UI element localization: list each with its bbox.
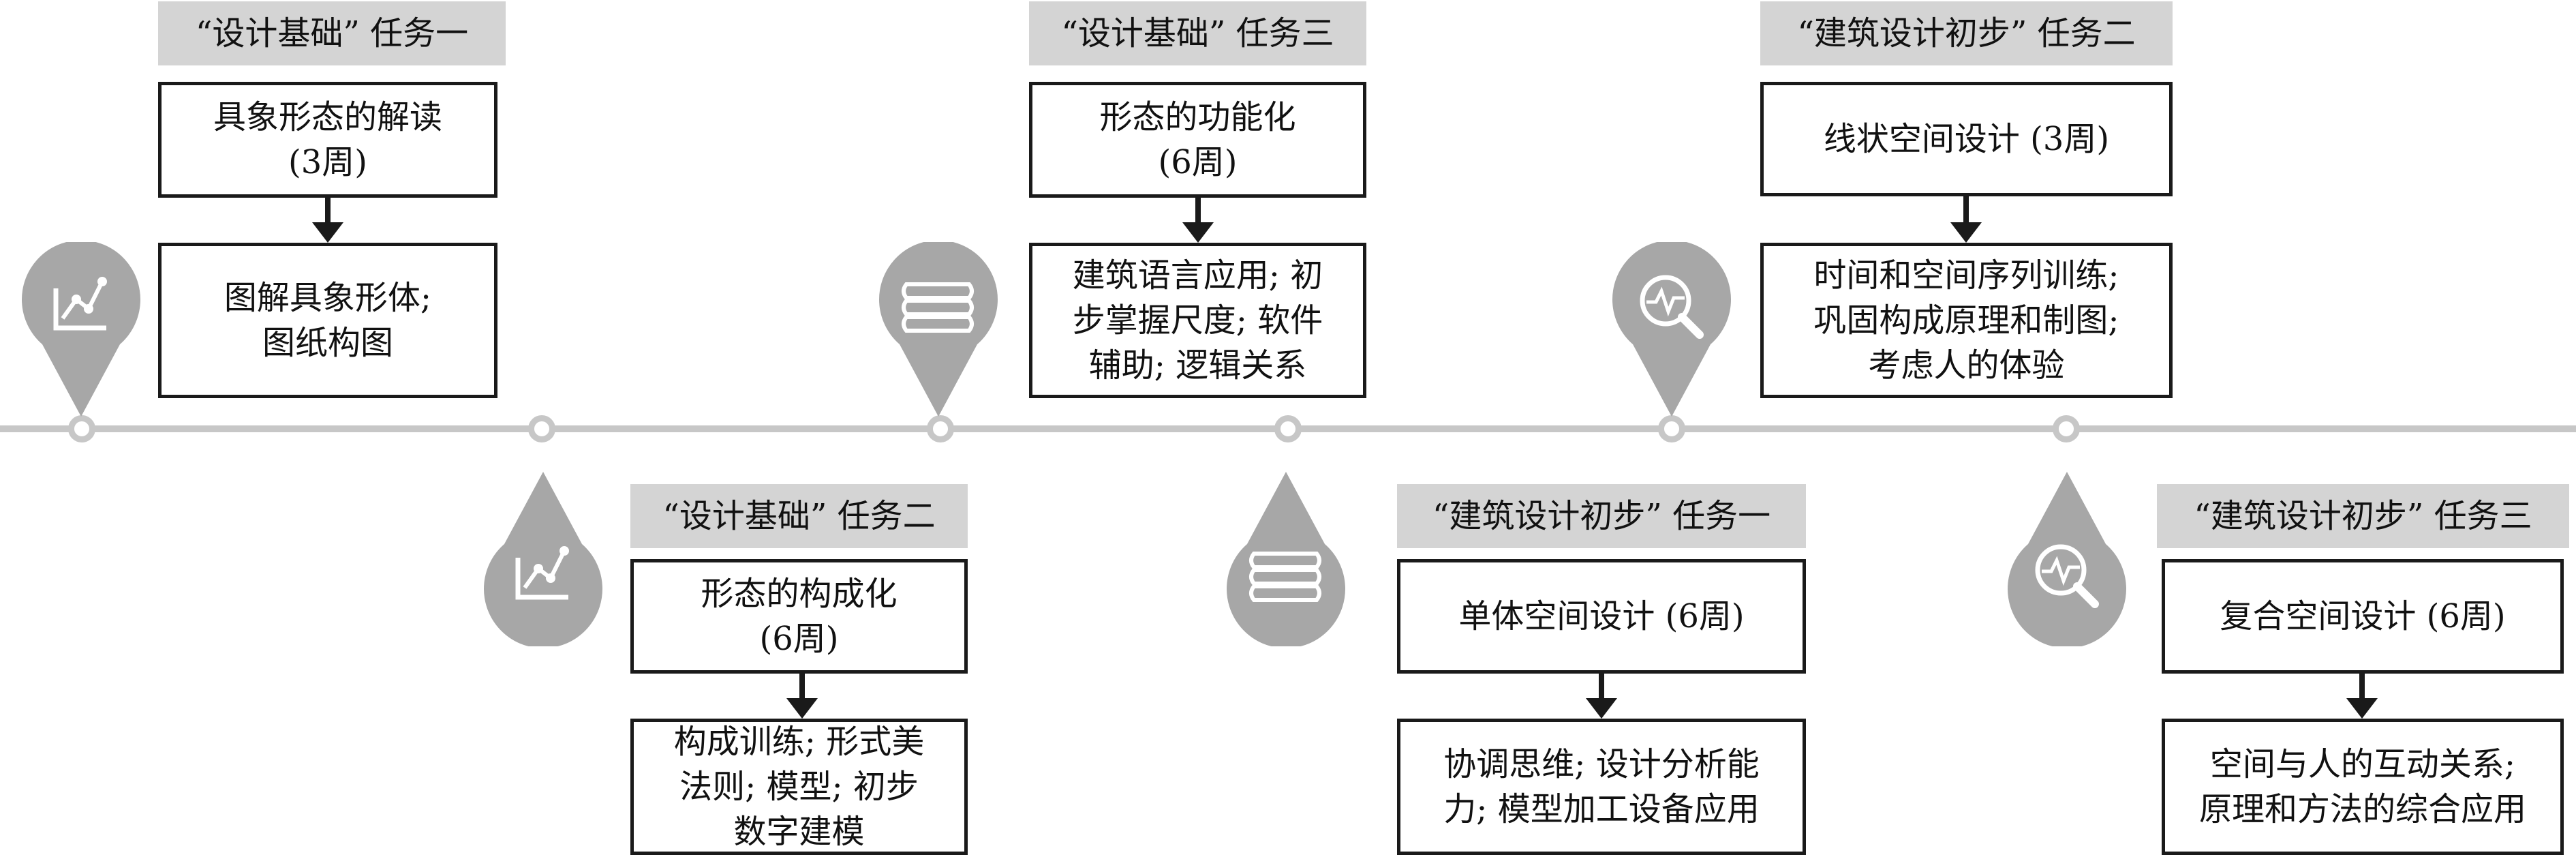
stage-main-box: 复合空间设计 (6周)	[2162, 559, 2564, 674]
task-tag: “设计基础” 任务一	[158, 1, 506, 65]
stage-detail-line: 考虑人的体验	[1868, 346, 2065, 385]
search-pulse-icon	[1612, 242, 1731, 417]
task-tag: “建筑设计初步” 任务二	[1760, 1, 2173, 65]
timeline-node	[1658, 415, 1685, 442]
stage-detail-line: 时间和空间序列训练;	[1813, 256, 2119, 295]
task-tag: “建筑设计初步” 任务一	[1397, 484, 1806, 548]
stage-detail-line: 空间与人的互动关系;	[2209, 745, 2516, 783]
stage-title: 形态的构成化	[701, 575, 898, 613]
task-tag: “设计基础” 任务三	[1029, 1, 1366, 65]
stage-detail-line: 步掌握尺度; 软件	[1072, 301, 1323, 340]
stage-detail-line: 巩固构成原理和制图;	[1813, 301, 2119, 340]
stage-duration: (6周)	[759, 620, 839, 658]
search-pulse-icon	[2008, 472, 2126, 646]
stage-title: 具象形态的解读	[213, 98, 442, 136]
arrow-down	[1586, 674, 1617, 719]
timeline-node	[68, 415, 95, 442]
stage-detail-line: 数字建模	[733, 813, 865, 851]
arrow-down	[312, 198, 343, 243]
stage-main-box: 具象形态的解读 (3周)	[158, 82, 497, 198]
timeline-node	[528, 415, 555, 442]
stage-main-box: 线状空间设计 (3周)	[1760, 82, 2173, 196]
arrow-down	[1950, 196, 1982, 243]
arrow-down	[786, 674, 818, 719]
stage-title: 线状空间设计 (3周)	[1823, 120, 2110, 158]
stage-detail-line: 建筑语言应用; 初	[1072, 256, 1323, 295]
stage-detail-line: 构成训练; 形式美	[673, 723, 925, 761]
stage-detail-box: 建筑语言应用; 初 步掌握尺度; 软件 辅助; 逻辑关系	[1029, 243, 1366, 398]
stage-detail-line: 原理和方法的综合应用	[2198, 790, 2526, 828]
stage-detail-line: 力; 模型加工设备应用	[1443, 790, 1760, 828]
stage-detail-box: 空间与人的互动关系; 原理和方法的综合应用	[2162, 719, 2564, 855]
stage-detail-box: 协调思维; 设计分析能 力; 模型加工设备应用	[1397, 719, 1806, 855]
stage-detail-line: 协调思维; 设计分析能	[1443, 745, 1760, 783]
task-tag: “设计基础” 任务二	[630, 484, 968, 548]
books-icon	[879, 242, 998, 417]
stage-detail-box: 构成训练; 形式美 法则; 模型; 初步 数字建模	[630, 719, 968, 855]
stage-duration: (6周)	[1158, 143, 1238, 181]
stage-main-box: 单体空间设计 (6周)	[1397, 559, 1806, 674]
timeline-node	[927, 415, 954, 442]
chart-icon	[22, 242, 140, 417]
stage-detail-line: 图纸构图	[262, 324, 393, 362]
task-tag: “建筑设计初步” 任务三	[2157, 484, 2569, 548]
books-icon	[1227, 472, 1345, 646]
stage-title: 形态的功能化	[1099, 98, 1296, 136]
stage-main-box: 形态的构成化 (6周)	[630, 559, 968, 674]
chart-icon	[484, 472, 602, 646]
stage-detail-line: 法则; 模型; 初步	[679, 768, 919, 806]
stage-detail-box: 图解具象形体; 图纸构图	[158, 243, 497, 398]
stage-detail-box: 时间和空间序列训练; 巩固构成原理和制图; 考虑人的体验	[1760, 243, 2173, 398]
arrow-down	[2346, 674, 2378, 719]
arrow-down	[1182, 198, 1214, 243]
stage-title: 复合空间设计 (6周)	[2220, 597, 2506, 635]
stage-detail-line: 图解具象形体;	[224, 279, 432, 317]
timeline-node	[1274, 415, 1302, 442]
stage-duration: (3周)	[288, 143, 367, 181]
stage-title: 单体空间设计 (6周)	[1458, 597, 1745, 635]
stage-main-box: 形态的功能化 (6周)	[1029, 82, 1366, 198]
stage-detail-line: 辅助; 逻辑关系	[1088, 346, 1307, 385]
timeline-node	[2053, 415, 2080, 442]
